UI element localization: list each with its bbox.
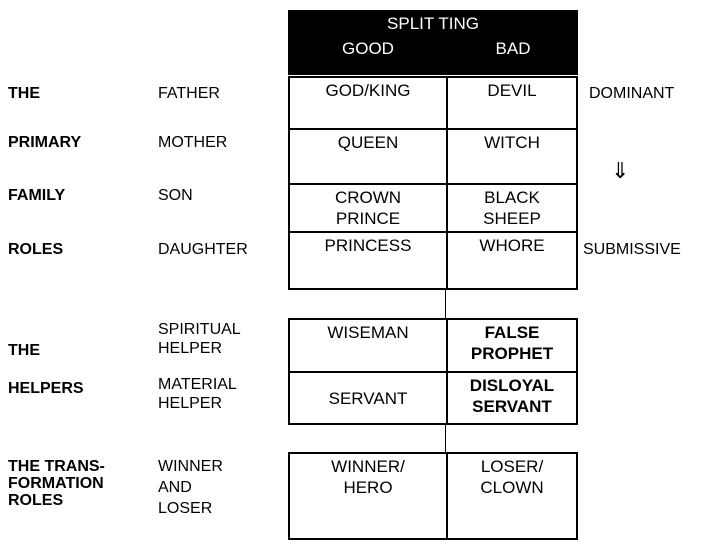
cell-text: SERVANT xyxy=(472,397,552,416)
role-label-spiritual-helper-line-2: HELPER xyxy=(158,340,223,357)
cell-good-daughter: PRINCESS xyxy=(290,233,448,288)
table-row: WISEMAN FALSE PROPHET xyxy=(290,320,576,373)
axis-label-dominant: DOMINANT xyxy=(589,85,675,102)
cell-good-mother: QUEEN xyxy=(290,130,448,183)
axis-label-submissive: SUBMISSIVE xyxy=(583,241,681,258)
cell-text: WINNER/ xyxy=(331,457,405,476)
role-label-material-helper-line-2: HELPER xyxy=(158,395,223,412)
cell-good-son: CROWN PRINCE xyxy=(290,185,448,231)
header-title: SPLIT TING xyxy=(387,14,479,33)
role-label-son: SON xyxy=(158,187,193,204)
table-row: QUEEN WITCH xyxy=(290,130,576,185)
cell-good-father: GOD/KING xyxy=(290,78,448,128)
down-arrow-icon: ⇓ xyxy=(611,158,630,183)
cell-text: WHORE xyxy=(479,236,545,255)
group-label-transformation-line-1: THE TRANS- xyxy=(8,458,105,475)
role-label-material-helper-line-1: MATERIAL xyxy=(158,376,237,393)
group-label-transformation-line-2: FORMATION xyxy=(8,475,104,492)
table-row: CROWN PRINCE BLACK SHEEP xyxy=(290,185,576,233)
table-block-helpers: WISEMAN FALSE PROPHET SERVANT DISLOYAL S… xyxy=(288,318,578,425)
column-header-bad: BAD xyxy=(495,39,531,58)
column-spine-segment-2 xyxy=(445,425,446,452)
cell-text: SERVANT xyxy=(328,388,408,408)
group-label-helpers-line-1: THE xyxy=(8,342,40,359)
group-label-helpers-line-2: HELPERS xyxy=(8,380,84,397)
table-row: GOD/KING DEVIL xyxy=(290,78,576,130)
role-label-and: AND xyxy=(158,479,192,496)
table-row: SERVANT DISLOYAL SERVANT xyxy=(290,373,576,423)
cell-text: WISEMAN xyxy=(327,323,409,342)
group-label-transformation-line-3: ROLES xyxy=(8,492,64,509)
cell-bad-spiritual-helper: FALSE PROPHET xyxy=(448,320,576,371)
cell-good-material-helper: SERVANT xyxy=(290,373,448,423)
cell-text: DISLOYAL xyxy=(469,376,555,395)
role-label-spiritual-helper-line-1: SPIRITUAL xyxy=(158,321,241,338)
column-spine-segment-1 xyxy=(445,290,446,322)
cell-bad-winner-loser: LOSER/ CLOWN xyxy=(448,454,576,538)
cell-bad-father: DEVIL xyxy=(448,78,576,128)
cell-text: WITCH xyxy=(484,133,540,152)
table-block-primary-family-roles: GOD/KING DEVIL QUEEN WITCH CROWN PRINCE … xyxy=(288,76,578,290)
role-label-daughter: DAUGHTER xyxy=(158,241,248,258)
role-label-loser: LOSER xyxy=(158,500,213,517)
cell-bad-mother: WITCH xyxy=(448,130,576,183)
cell-good-winner-loser: WINNER/ HERO xyxy=(290,454,448,538)
cell-text: PRINCE xyxy=(335,209,401,228)
cell-text: CLOWN xyxy=(480,478,544,497)
cell-text: FALSE xyxy=(484,323,540,342)
group-label-primary-family-line-3: FAMILY xyxy=(8,187,66,204)
group-label-primary-family-line-2: PRIMARY xyxy=(8,134,82,151)
cell-text: HERO xyxy=(343,478,393,497)
cell-text: QUEEN xyxy=(337,133,399,152)
cell-bad-daughter: WHORE xyxy=(448,233,576,288)
cell-text: DEVIL xyxy=(487,81,537,100)
cell-text: PRINCESS xyxy=(324,236,412,255)
table-block-transformation-roles: WINNER/ HERO LOSER/ CLOWN xyxy=(288,452,578,540)
role-label-father: FATHER xyxy=(158,85,220,102)
table-row: WINNER/ HERO LOSER/ CLOWN xyxy=(290,454,576,538)
splitting-header-band: SPLIT TING GOOD BAD xyxy=(288,10,578,75)
cell-text: LOSER/ xyxy=(480,457,544,476)
cell-text: SHEEP xyxy=(483,209,541,228)
table-row: PRINCESS WHORE xyxy=(290,233,576,288)
column-header-good: GOOD xyxy=(342,39,394,58)
cell-text: GOD/KING xyxy=(325,81,411,100)
role-label-winner: WINNER xyxy=(158,458,223,475)
group-label-primary-family-line-4: ROLES xyxy=(8,241,64,258)
group-label-primary-family-line-1: THE xyxy=(8,85,40,102)
role-label-mother: MOTHER xyxy=(158,134,228,151)
cell-good-spiritual-helper: WISEMAN xyxy=(290,320,448,371)
cell-text: CROWN xyxy=(334,188,402,207)
cell-bad-son: BLACK SHEEP xyxy=(448,185,576,231)
cell-text: BLACK xyxy=(484,188,540,207)
cell-text: PROPHET xyxy=(470,344,554,363)
cell-bad-material-helper: DISLOYAL SERVANT xyxy=(448,373,576,423)
